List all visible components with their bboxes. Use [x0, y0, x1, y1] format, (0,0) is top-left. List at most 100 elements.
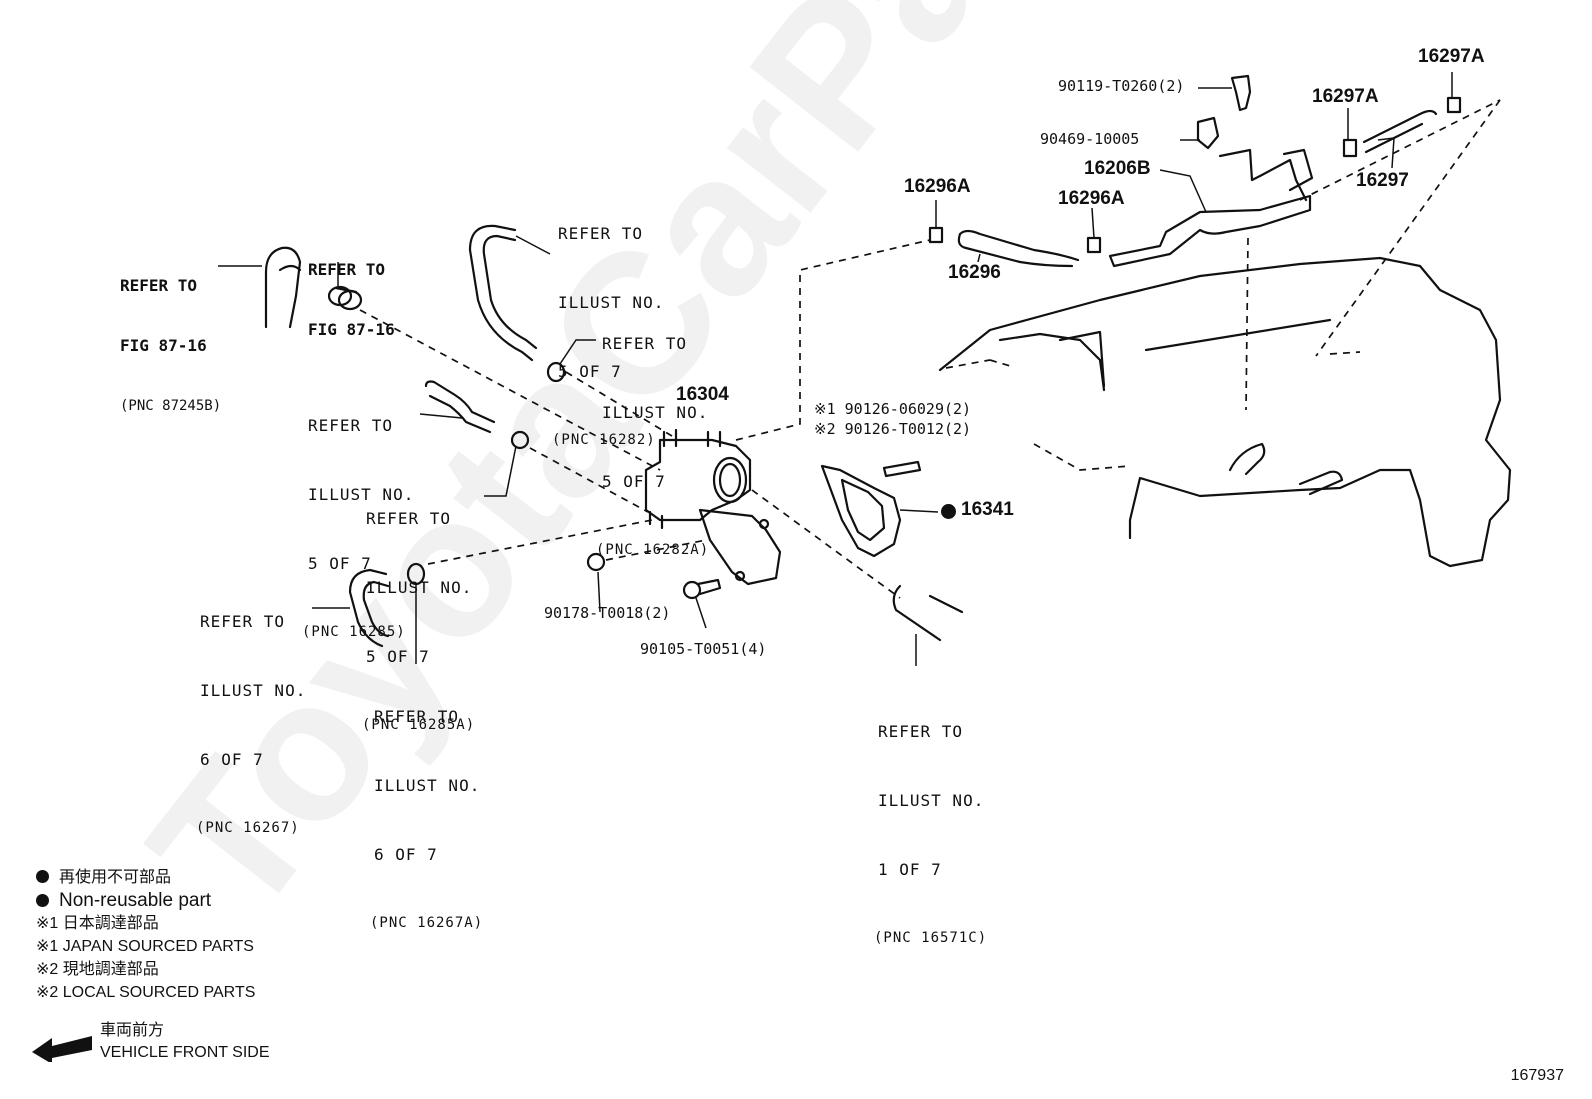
- front-jp: 車両前方: [100, 1022, 165, 1039]
- ref-l1: REFER TO: [308, 416, 394, 435]
- ref-illust-16282[interactable]: REFER TO ILLUST NO. 5 OF 7 (PNC 16282): [552, 176, 665, 475]
- hose-clamp-icon: [327, 285, 363, 311]
- ref-l2: ILLUST NO.: [374, 776, 481, 795]
- ref-illust-16267a[interactable]: REFER TO ILLUST NO. 6 OF 7 (PNC 16267A): [370, 659, 483, 958]
- ref-l1: REFER TO: [878, 722, 964, 741]
- legend-text: Non-reusable part: [59, 890, 212, 911]
- front-en: VEHICLE FRONT SIDE: [100, 1044, 270, 1061]
- ref-pnc: (PNC 16285A): [362, 717, 476, 733]
- engine-block: [938, 256, 1512, 568]
- clamp-16296a-left: [928, 226, 944, 244]
- ref-line2: FIG 87-16: [308, 320, 395, 339]
- ref-l2: ILLUST NO.: [366, 578, 473, 597]
- hose-16267: [348, 568, 388, 648]
- ref-pnc: (PNC 16285): [302, 624, 406, 640]
- legend-nonreuse-en: Non-reusable part: [36, 889, 255, 912]
- ref-l2: ILLUST NO.: [308, 485, 415, 504]
- front-label: 車両前方 VEHICLE FRONT SIDE: [100, 1020, 270, 1064]
- ref-l3: 6 OF 7: [200, 750, 264, 769]
- part-90105[interactable]: 90105-T0051(4): [640, 640, 767, 658]
- legend-nonreuse-jp: 再使用不可部品: [36, 866, 255, 889]
- clamp-16282a: [546, 361, 566, 383]
- hose-16296: [957, 229, 1080, 268]
- ref-l3: 5 OF 7: [602, 472, 666, 491]
- part-90469[interactable]: 90469-10005: [1040, 130, 1140, 148]
- ref-l3: 5 OF 7: [558, 362, 622, 381]
- hose-16285: [424, 380, 496, 424]
- clamp-16296a-right: [1086, 236, 1102, 254]
- water-outlet-16304: [644, 428, 752, 530]
- ref-l1: REFER TO: [200, 612, 286, 631]
- ref-line1: REFER TO: [120, 276, 198, 295]
- ref-fig-87-16[interactable]: REFER TO FIG 87-16: [308, 220, 395, 360]
- legend-local-jp: ※2 現地調達部品: [36, 961, 159, 978]
- nut-90178: [586, 552, 606, 572]
- ref-pnc: (PNC 16571C): [874, 930, 988, 946]
- ref-pnc: (PNC 16282A): [596, 542, 710, 558]
- part-90126-japan[interactable]: ※1 90126-06029(2): [814, 400, 972, 418]
- legend-japan-jp: ※1 日本調達部品: [36, 915, 159, 932]
- bolt-90105: [682, 578, 722, 600]
- clip-90469: [1196, 116, 1220, 150]
- ref-illust-16282a[interactable]: REFER TO ILLUST NO. 5 OF 7 (PNC 16282A): [596, 286, 709, 585]
- part-16206b[interactable]: 16206B: [1084, 158, 1151, 179]
- ref-pnc: (PNC 16282): [552, 432, 656, 448]
- part-16297[interactable]: 16297: [1356, 170, 1409, 191]
- part-16341[interactable]: 16341: [961, 499, 1014, 520]
- part-16296a-right[interactable]: 16296A: [1058, 188, 1125, 209]
- part-16297a-left[interactable]: 16297A: [1312, 86, 1379, 107]
- ref-l1: REFER TO: [558, 224, 644, 243]
- ref-illust-16285a[interactable]: REFER TO ILLUST NO. 5 OF 7 (PNC 16285A): [362, 461, 475, 760]
- illustration-code: 167937: [1510, 1067, 1564, 1084]
- hose-16282: [468, 224, 534, 362]
- ref-l3: 1 OF 7: [878, 860, 942, 879]
- part-90126-local[interactable]: ※2 90126-T0012(2): [814, 420, 972, 438]
- nonreusable-dot: [941, 504, 956, 519]
- arrow-left-icon: [32, 1036, 92, 1062]
- ref-line2: FIG 87-16: [120, 336, 207, 355]
- part-16297a-right[interactable]: 16297A: [1418, 46, 1485, 67]
- ref-line1: REFER TO: [308, 260, 386, 279]
- part-90178[interactable]: 90178-T0018(2): [544, 604, 671, 622]
- bullet-icon: [36, 870, 49, 883]
- thermostat-housing: [698, 508, 782, 586]
- ref-l1: REFER TO: [602, 334, 688, 353]
- part-16296[interactable]: 16296: [948, 262, 1001, 283]
- clamp-16297a-right: [1446, 96, 1462, 114]
- ref-l1: REFER TO: [374, 707, 460, 726]
- ref-fig-87245b[interactable]: REFER TO FIG 87-16 (PNC 87245B): [120, 236, 221, 436]
- part-16296a-left[interactable]: 16296A: [904, 176, 971, 197]
- part-16304[interactable]: 16304: [676, 384, 729, 405]
- part-90119[interactable]: 90119-T0260(2): [1058, 77, 1185, 95]
- gasket-16341: [820, 464, 902, 558]
- stud-bolt: [882, 460, 922, 478]
- ref-pnc: (PNC 16267A): [370, 915, 484, 931]
- hose-16297: [1362, 109, 1438, 154]
- bolt-90119: [1230, 74, 1252, 112]
- ref-pnc: (PNC 16267): [196, 820, 300, 836]
- ref-illust-16267[interactable]: REFER TO ILLUST NO. 6 OF 7 (PNC 16267): [196, 564, 307, 863]
- ref-illust-16571c[interactable]: REFER TO ILLUST NO. 1 OF 7 (PNC 16571C): [874, 674, 987, 973]
- hose-16571c: [892, 584, 964, 642]
- legend-local-en: ※2 LOCAL SOURCED PARTS: [36, 984, 256, 1001]
- ref-illust-16285[interactable]: REFER TO ILLUST NO. 5 OF 7 (PNC 16285): [302, 368, 415, 667]
- clamp-16297a-left: [1342, 138, 1358, 158]
- ref-pnc: (PNC 87245B): [120, 398, 222, 414]
- ref-l2: ILLUST NO.: [602, 403, 709, 422]
- ref-l2: ILLUST NO.: [878, 791, 985, 810]
- ref-l2: ILLUST NO.: [558, 293, 665, 312]
- legend-text: 再使用不可部品: [59, 869, 172, 886]
- legend: 再使用不可部品 Non-reusable part ※1 日本調達部品 ※1 J…: [36, 866, 255, 1004]
- ref-l3: 5 OF 7: [308, 554, 372, 573]
- ref-l3: 5 OF 7: [366, 647, 430, 666]
- radiator-hose: [264, 246, 302, 329]
- ref-l2: ILLUST NO.: [200, 681, 307, 700]
- pipe-16206b: [1108, 194, 1312, 268]
- legend-japan-en: ※1 JAPAN SOURCED PARTS: [36, 938, 254, 955]
- ref-l1: REFER TO: [366, 509, 452, 528]
- bullet-icon: [36, 894, 49, 907]
- clamp-16285a: [510, 430, 530, 450]
- ref-l3: 6 OF 7: [374, 845, 438, 864]
